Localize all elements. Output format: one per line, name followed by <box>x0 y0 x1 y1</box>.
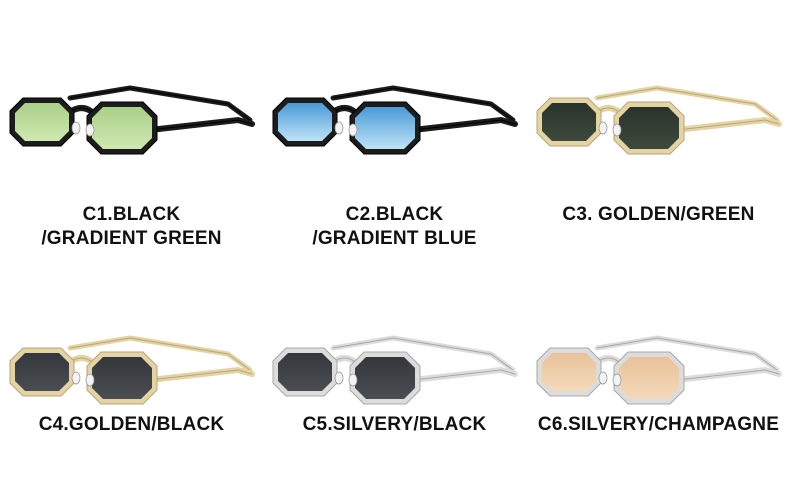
temple-edge <box>69 337 251 371</box>
variant-card-c5[interactable]: C5.SILVERY/BLACK <box>263 250 526 500</box>
sunglasses-image <box>272 335 518 405</box>
temple-edge <box>676 369 780 381</box>
lens <box>15 103 69 141</box>
variant-caption-line1: C5.SILVERY/BLACK <box>302 414 487 435</box>
nose-pad <box>71 371 81 385</box>
nose-pad <box>334 371 344 385</box>
lens <box>355 107 415 149</box>
nose-pad <box>612 123 622 137</box>
variant-caption-line2: /GRADIENT GREEN <box>41 228 222 249</box>
nose-pad <box>348 123 358 137</box>
sunglasses-image <box>272 85 518 155</box>
lens <box>619 357 679 399</box>
nose-pad <box>612 373 622 387</box>
sunglasses-image <box>536 335 782 405</box>
variant-caption: C6.SILVERY/CHAMPAGNE <box>527 413 790 437</box>
lens <box>92 107 152 149</box>
variant-card-c2[interactable]: C2.BLACK /GRADIENT BLUE <box>263 0 526 250</box>
temple-edge <box>676 119 780 131</box>
variant-caption: C2.BLACK /GRADIENT BLUE <box>263 203 526 251</box>
variant-card-c1[interactable]: C1.BLACK /GRADIENT GREEN <box>0 0 263 250</box>
lens <box>619 107 679 149</box>
variant-card-c4[interactable]: C4.GOLDEN/BLACK <box>0 250 263 500</box>
temple-edge <box>412 119 516 131</box>
sunglasses-image <box>536 85 782 155</box>
lens <box>15 353 69 391</box>
nose-pad <box>85 373 95 387</box>
variant-caption: C3. GOLDEN/GREEN <box>527 203 790 227</box>
temple-edge <box>149 369 253 381</box>
lens <box>278 103 332 141</box>
lens <box>542 103 596 141</box>
sunglasses-image <box>9 335 255 405</box>
lens <box>92 357 152 399</box>
variant-caption-line1: C2.BLACK <box>345 204 444 225</box>
variant-caption: C4.GOLDEN/BLACK <box>0 413 263 437</box>
variant-caption: C1.BLACK /GRADIENT GREEN <box>0 203 263 251</box>
variant-caption-line1: C6.SILVERY/CHAMPAGNE <box>537 414 780 435</box>
temple-edge <box>149 119 253 131</box>
temple-edge <box>69 87 251 121</box>
variant-caption-line1: C1.BLACK <box>82 204 181 225</box>
lens <box>542 353 596 391</box>
nose-pad <box>348 373 358 387</box>
nose-pad <box>598 371 608 385</box>
variant-caption-line1: C4.GOLDEN/BLACK <box>38 414 225 435</box>
lens <box>278 353 332 391</box>
sunglasses-image <box>9 85 255 155</box>
nose-pad <box>334 121 344 135</box>
temple-edge <box>596 87 778 121</box>
variant-caption-line2: /GRADIENT BLUE <box>312 228 477 249</box>
variant-card-c6[interactable]: C6.SILVERY/CHAMPAGNE <box>527 250 790 500</box>
temple-edge <box>596 337 778 371</box>
nose-pad <box>85 123 95 137</box>
lens <box>355 357 415 399</box>
variant-card-c3[interactable]: C3. GOLDEN/GREEN <box>527 0 790 250</box>
temple-edge <box>332 337 514 371</box>
nose-pad <box>598 121 608 135</box>
variant-caption: C5.SILVERY/BLACK <box>263 413 526 437</box>
variant-caption-line1: C3. GOLDEN/GREEN <box>562 204 755 225</box>
temple-edge <box>412 369 516 381</box>
temple-edge <box>332 87 514 121</box>
nose-pad <box>71 121 81 135</box>
